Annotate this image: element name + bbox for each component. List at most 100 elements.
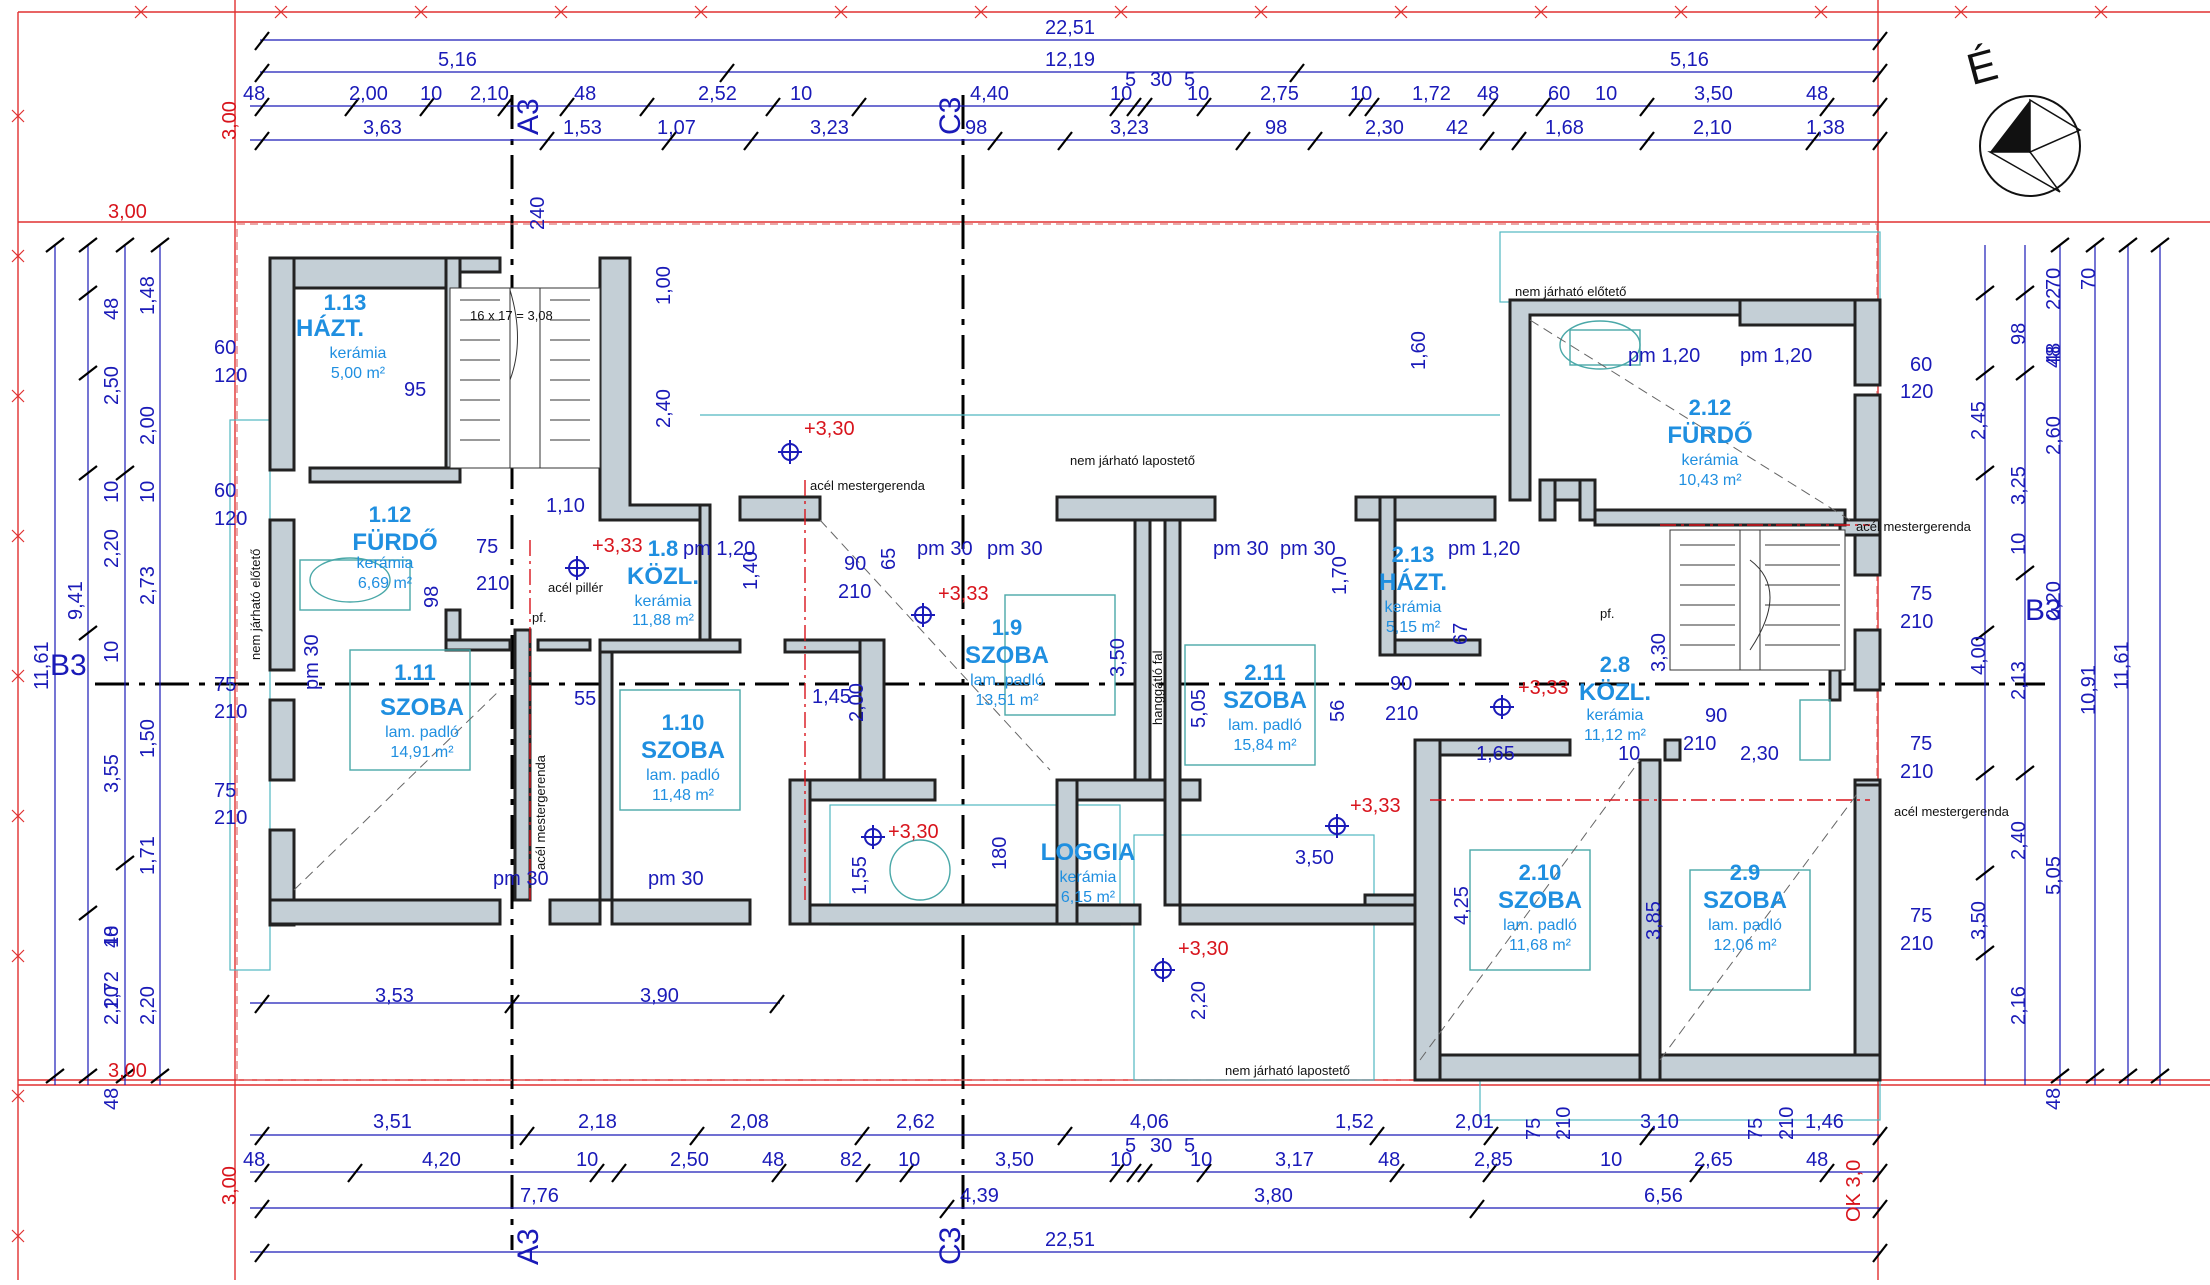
room-1-8: 1.8 KÖZL. kerámia 11,88 m²	[627, 536, 699, 629]
right-dimensions: 11,61 10,91 70 22 98 48 2,45 3,25 10 4,0…	[1968, 268, 2133, 1110]
svg-text:5,05: 5,05	[2043, 856, 2065, 895]
svg-text:KÖZL.: KÖZL.	[1579, 679, 1651, 706]
svg-text:10: 10	[1110, 1149, 1132, 1171]
svg-text:3,50: 3,50	[1295, 847, 1334, 869]
svg-text:+3,33: +3,33	[1350, 795, 1401, 817]
svg-text:5: 5	[1125, 1135, 1136, 1157]
svg-text:75: 75	[476, 536, 498, 558]
room-2-8: 2.8 KÖZL. kerámia 11,12 m²	[1579, 652, 1651, 744]
svg-text:1,55: 1,55	[849, 856, 871, 895]
svg-text:180: 180	[989, 837, 1011, 870]
svg-text:1,07: 1,07	[657, 117, 696, 139]
svg-text:SZOBA: SZOBA	[965, 642, 1049, 669]
svg-text:2.11: 2.11	[1244, 660, 1286, 685]
svg-text:70: 70	[2078, 268, 2100, 290]
svg-text:2,60: 2,60	[2043, 416, 2065, 455]
room-1-10: 1.10 SZOBA lam. padló 11,48 m²	[641, 710, 725, 804]
opening-labels: pm 30 pm 1,20 pm 30 pm 30 pm 30 pm 30 pm…	[301, 345, 1812, 890]
svg-text:10: 10	[1350, 83, 1372, 105]
svg-text:10: 10	[898, 1149, 920, 1171]
svg-text:48: 48	[762, 1149, 784, 1171]
room-2-10: 2.10 SZOBA lam. padló 11,68 m²	[1498, 860, 1582, 954]
svg-text:1,48: 1,48	[137, 276, 159, 315]
svg-text:SZOBA: SZOBA	[1498, 887, 1582, 914]
svg-text:3,10: 3,10	[1640, 1111, 1679, 1133]
svg-text:98: 98	[421, 586, 443, 608]
svg-text:2.13: 2.13	[1392, 542, 1435, 567]
svg-text:210: 210	[1900, 761, 1933, 783]
inner-dimensions: 60 120 60 120 75 210 75 210 60 120 75 21…	[214, 197, 1933, 1020]
svg-text:kerámia: kerámia	[330, 345, 387, 362]
svg-text:75: 75	[1910, 905, 1932, 927]
svg-text:acél pillér: acél pillér	[548, 580, 604, 595]
svg-text:1,70: 1,70	[1329, 556, 1351, 595]
svg-text:22: 22	[2043, 288, 2065, 310]
svg-text:5: 5	[1184, 1135, 1195, 1157]
svg-text:10: 10	[576, 1149, 598, 1171]
svg-text:11,61: 11,61	[2111, 641, 2133, 690]
svg-text:90: 90	[1390, 673, 1412, 695]
svg-text:10: 10	[101, 641, 123, 663]
svg-text:OK 3,0: OK 3,0	[1843, 1160, 1865, 1222]
svg-text:4,39: 4,39	[960, 1185, 999, 1207]
svg-text:2,20: 2,20	[1188, 981, 1210, 1020]
svg-text:48: 48	[2043, 343, 2065, 365]
room-1-12: 1.12 FÜRDŐ kerámia 6,69 m²	[352, 502, 437, 592]
north-label: É	[1962, 40, 2003, 95]
stair-right	[1669, 529, 1846, 671]
room-diagonals	[293, 319, 1861, 1061]
svg-text:2,20: 2,20	[101, 986, 123, 1025]
svg-text:1.10: 1.10	[662, 710, 705, 735]
svg-text:210: 210	[1776, 1107, 1798, 1140]
svg-text:+3,33: +3,33	[1518, 677, 1569, 699]
north-arrow	[1979, 95, 2082, 197]
room-labels: 1.13 HÁZT. kerámia 5,00 m² 1.12 FÜRDŐ ke…	[296, 290, 1787, 954]
svg-text:65: 65	[878, 548, 900, 570]
svg-text:12,06 m²: 12,06 m²	[1713, 937, 1777, 954]
svg-text:3,50: 3,50	[1694, 83, 1733, 105]
svg-text:60: 60	[1910, 354, 1932, 376]
svg-text:120: 120	[214, 508, 247, 530]
svg-text:1.13: 1.13	[324, 290, 367, 315]
svg-text:+3,33: +3,33	[592, 535, 643, 557]
svg-text:kerámia: kerámia	[1385, 599, 1442, 616]
svg-text:FÜRDŐ: FÜRDŐ	[1667, 421, 1752, 449]
svg-text:4,20: 4,20	[422, 1149, 461, 1171]
svg-text:98: 98	[2008, 323, 2030, 345]
svg-text:120: 120	[214, 365, 247, 387]
room-1-9: 1.9 SZOBA lam. padló 13,51 m²	[965, 615, 1049, 709]
svg-text:1,68: 1,68	[1545, 117, 1584, 139]
svg-text:2,10: 2,10	[470, 83, 509, 105]
svg-text:2,62: 2,62	[896, 1111, 935, 1133]
svg-text:2.12: 2.12	[1689, 395, 1732, 420]
svg-text:kerámia: kerámia	[1587, 707, 1644, 724]
svg-text:210: 210	[1553, 1107, 1575, 1140]
svg-text:3,90: 3,90	[640, 985, 679, 1007]
svg-text:1,72: 1,72	[101, 971, 123, 1010]
room-2-11: 2.11 SZOBA lam. padló 15,84 m²	[1223, 660, 1307, 754]
svg-text:pm 1,20: pm 1,20	[683, 538, 755, 560]
svg-text:30: 30	[1150, 1135, 1172, 1157]
svg-text:11,61: 11,61	[31, 641, 53, 690]
axis-c3-top: C3	[934, 97, 967, 135]
beam-lines	[529, 480, 1870, 900]
svg-text:+3,30: +3,30	[888, 821, 939, 843]
svg-text:3,00: 3,00	[219, 1166, 241, 1205]
svg-text:15,84 m²: 15,84 m²	[1233, 737, 1297, 754]
svg-text:210: 210	[1900, 933, 1933, 955]
svg-text:210: 210	[214, 701, 247, 723]
svg-text:pf.: pf.	[1600, 606, 1614, 621]
svg-text:pm 1,20: pm 1,20	[1628, 345, 1700, 367]
svg-text:3,25: 3,25	[2008, 466, 2030, 505]
svg-text:11,88 m²: 11,88 m²	[632, 612, 695, 629]
svg-text:210: 210	[214, 807, 247, 829]
svg-text:4,06: 4,06	[1130, 1111, 1169, 1133]
svg-text:3,50: 3,50	[1107, 638, 1129, 677]
svg-text:2,20: 2,20	[2043, 581, 2065, 620]
svg-text:42: 42	[1446, 117, 1468, 139]
svg-text:210: 210	[476, 573, 509, 595]
svg-text:HÁZT.: HÁZT.	[1379, 568, 1447, 596]
left-dimensions: 11,61 9,41 48 2,50 10 2,20 10 3,55 10 48…	[31, 276, 159, 1110]
svg-text:2,75: 2,75	[1260, 83, 1299, 105]
axis-b3-right: B3	[2025, 594, 2062, 627]
